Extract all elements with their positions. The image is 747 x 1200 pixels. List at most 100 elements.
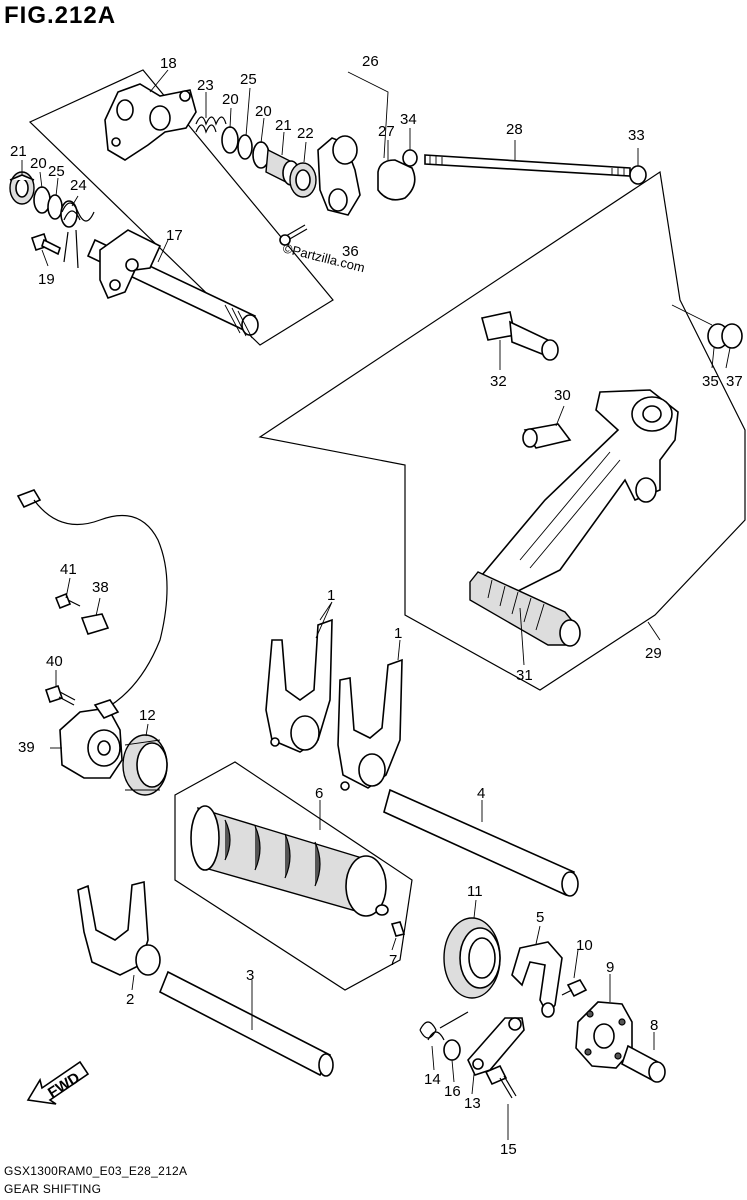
bearing-12	[122, 734, 168, 796]
cam-driven-gear-9	[575, 1001, 633, 1069]
circlip-25	[47, 194, 63, 220]
bearing-22	[289, 162, 317, 198]
callout-18: 18	[160, 55, 177, 72]
gearshift-arm	[317, 135, 361, 216]
callout-28: 28	[506, 121, 523, 138]
callout-8: 8	[650, 1017, 658, 1034]
bush-21	[9, 171, 35, 205]
callout-41: 41	[60, 561, 77, 578]
shift-fork-1-right	[337, 658, 403, 791]
bolt-15	[484, 1064, 517, 1099]
callout-31: 31	[516, 667, 533, 684]
callout-4: 4	[477, 785, 485, 802]
fork-shaft-4	[383, 788, 579, 897]
callout-11: 11	[467, 883, 483, 900]
return-spring-24	[61, 202, 95, 269]
callout-13: 13	[464, 1095, 481, 1112]
spring-23	[195, 116, 227, 134]
callout-20b: 20	[222, 91, 239, 108]
washer-24-ring	[60, 200, 78, 228]
callout-36: 36	[342, 243, 359, 260]
callout-3: 3	[246, 967, 254, 984]
callout-37: 37	[726, 373, 743, 390]
callout-33: 33	[628, 127, 645, 144]
callout-12: 12	[139, 707, 156, 724]
linkage-group-box	[258, 170, 746, 691]
callout-38: 38	[92, 579, 109, 596]
washer-20-b	[221, 126, 239, 154]
nut-34	[402, 149, 418, 167]
shift-drum-group-box	[174, 761, 413, 991]
callout-34: 34	[400, 111, 417, 128]
tie-rod-28	[424, 154, 631, 177]
callout-17: 17	[166, 227, 183, 244]
callout-2: 2	[126, 991, 134, 1008]
gearshift-cam-6	[190, 805, 389, 917]
callout-23: 23	[197, 77, 214, 94]
callout-10: 10	[576, 937, 593, 954]
callout-7: 7	[389, 952, 397, 969]
callout-29: 29	[645, 645, 662, 662]
callout-6: 6	[315, 785, 323, 802]
upper-shaft-group-box	[28, 69, 334, 346]
callout-19: 19	[38, 271, 55, 288]
washer-16	[443, 1039, 461, 1061]
shaft-cover-18	[104, 83, 197, 161]
dust-boot-27	[377, 159, 416, 201]
bolt-36	[279, 224, 308, 246]
bearing-11	[443, 917, 501, 999]
circlip-37	[721, 323, 743, 349]
gearshift-shaft	[86, 229, 259, 339]
callout-15: 15	[500, 1141, 517, 1158]
spring-14	[419, 1011, 469, 1041]
fwd-arrow-icon: FWD	[26, 1060, 90, 1105]
callout-32: 32	[490, 373, 507, 390]
callout-25b: 25	[240, 71, 257, 88]
callout-1b: 1	[394, 625, 402, 642]
callout-24: 24	[70, 177, 87, 194]
callout-30: 30	[554, 387, 571, 404]
callout-39: 39	[18, 739, 35, 756]
shift-fork-1-left	[265, 618, 333, 753]
screw-41	[54, 592, 81, 610]
screw-10	[561, 978, 588, 998]
gear-position-sensor-wire	[16, 489, 168, 711]
nut-33	[629, 165, 647, 185]
figure-name: GEAR SHIFTING	[4, 1182, 102, 1196]
callout-9: 9	[606, 959, 614, 976]
callout-20c: 20	[255, 103, 272, 120]
pin-30	[522, 423, 572, 449]
callout-25a: 25	[48, 163, 65, 180]
callout-21b: 21	[275, 117, 292, 134]
bolt-40	[44, 684, 76, 706]
callout-22: 22	[297, 125, 314, 142]
callout-16: 16	[444, 1083, 461, 1100]
bolt-19	[30, 232, 61, 256]
callout-35: 35	[702, 373, 719, 390]
cam-stopper-13	[467, 1017, 525, 1076]
shift-fork-2	[77, 880, 161, 976]
stopper-plate-5	[511, 941, 563, 1018]
pivot-bolt-32	[481, 311, 559, 361]
callout-14: 14	[424, 1071, 441, 1088]
pin-7	[390, 921, 406, 937]
fork-shaft-3	[158, 970, 334, 1077]
circlip-25-b	[237, 134, 253, 160]
bolt-8	[621, 1044, 666, 1083]
figure-code: GSX1300RAM0_E03_E28_212A	[4, 1164, 188, 1178]
callout-labels: 1 1 2 3 4 5 6 7 8 9 10 11 12 13 14 15 16…	[10, 53, 743, 1158]
clamp-38	[80, 613, 110, 635]
gear-position-sensor-39	[59, 699, 123, 779]
callout-5: 5	[536, 909, 544, 926]
gearshift-lever-29	[480, 389, 679, 602]
figure-title: FIG.212A	[4, 2, 117, 29]
leader-lines	[21, 69, 731, 1140]
callout-27: 27	[378, 123, 395, 140]
callout-20a: 20	[30, 155, 47, 172]
callout-1a: 1	[327, 587, 335, 604]
callout-21a: 21	[10, 143, 27, 160]
callout-26: 26	[362, 53, 379, 70]
callout-40: 40	[46, 653, 63, 670]
